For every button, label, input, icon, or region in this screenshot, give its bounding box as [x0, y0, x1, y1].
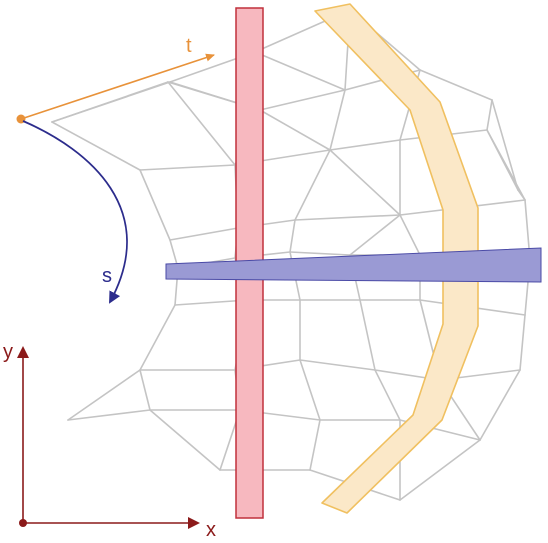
mesh-edge [349, 214, 401, 256]
mesh-edge [294, 214, 401, 221]
mesh-edge [139, 169, 171, 241]
mesh-edge [399, 439, 481, 501]
mesh-edge [169, 227, 239, 241]
axis-origin [19, 519, 27, 527]
s-label: s [102, 265, 112, 287]
mesh-edge [254, 51, 346, 91]
mesh-edge [486, 99, 493, 131]
mesh-edge [329, 89, 346, 151]
mesh-edge [259, 109, 331, 151]
curved-band [314, 3, 479, 514]
t-label: t [186, 35, 192, 57]
mesh-edge [517, 189, 526, 201]
mesh-edge [67, 409, 151, 421]
mesh-edge [67, 369, 141, 421]
mesh-edge [486, 129, 526, 201]
mesh-edge [299, 359, 376, 371]
mesh-edge [294, 149, 331, 221]
mesh-edge [374, 369, 401, 421]
mesh-edge [139, 304, 176, 371]
mesh-edge [479, 369, 521, 441]
mesh-edge [519, 314, 526, 371]
mesh-edge [359, 299, 376, 371]
mesh-edge [289, 251, 351, 256]
mesh-edge [289, 219, 296, 253]
s-direction-arrow [22, 120, 128, 304]
mesh-edge [259, 89, 346, 111]
mesh-edge [149, 409, 221, 471]
mesh-edge [167, 81, 236, 166]
mesh-edge [51, 121, 141, 171]
mesh-edge [329, 149, 401, 216]
mesh-edge [419, 69, 493, 101]
mesh-edge [139, 369, 151, 411]
mesh-edge [139, 164, 236, 171]
mesh-edge [399, 214, 421, 256]
y-axis-label: y [3, 341, 13, 363]
mesh-edge [299, 359, 321, 421]
mesh-edge [491, 99, 519, 191]
mesh-edge [329, 139, 401, 151]
t-direction-arrow [20, 53, 215, 120]
mesh-edge [309, 419, 321, 471]
x-axis-label: x [206, 519, 216, 541]
horizontal-wedge [165, 247, 542, 283]
mesh-edge [51, 81, 169, 123]
